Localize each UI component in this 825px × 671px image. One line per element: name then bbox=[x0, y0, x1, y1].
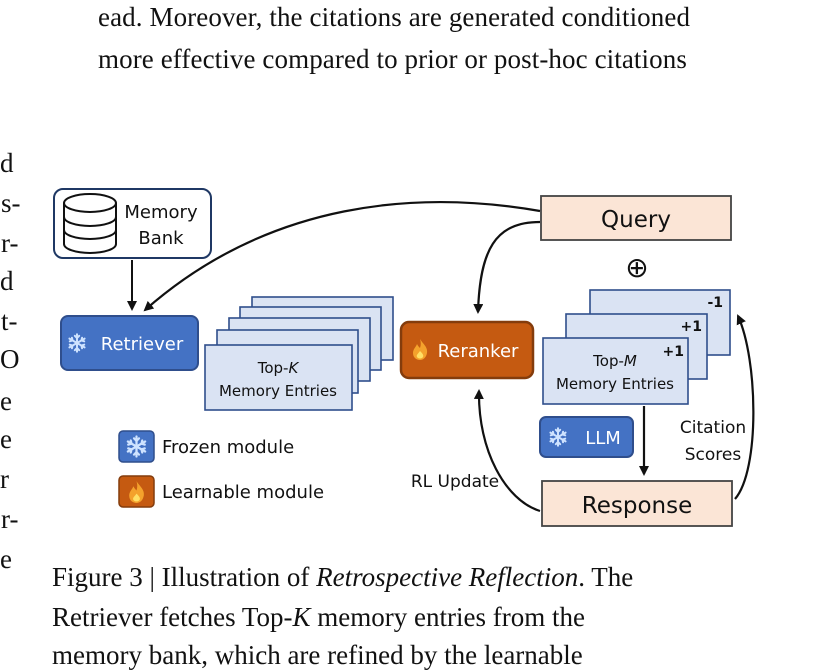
top-k-label: Top-K bbox=[257, 359, 300, 377]
retrospective-reflection-figure: Memory Bank Retriever Top-K Memory Entri… bbox=[53, 188, 755, 527]
left-column-fragment: r- bbox=[1, 504, 19, 534]
llm-box: LLM bbox=[539, 416, 634, 458]
top-k-memory-entries-label: Memory Entries bbox=[219, 382, 337, 400]
left-column-fragment: e bbox=[0, 386, 12, 416]
query-label: Query bbox=[601, 207, 671, 233]
retriever-box: Retriever bbox=[60, 315, 199, 371]
left-column-fragment: r- bbox=[1, 228, 19, 258]
citation-scores-label-line2: Scores bbox=[685, 445, 742, 465]
left-column-fragment: d bbox=[0, 148, 14, 178]
rl-update-label: RL Update bbox=[411, 472, 499, 492]
retriever-label: Retriever bbox=[101, 334, 184, 355]
body-text-line-1: ead. Moreover, the citations are generat… bbox=[98, 2, 691, 32]
concat-operator: ⊕ bbox=[625, 251, 648, 284]
citation-score-badge: -1 bbox=[707, 295, 723, 311]
top-m-label: Top-M bbox=[592, 352, 637, 370]
left-column-fragment: d bbox=[0, 266, 14, 296]
query-box: Query bbox=[540, 195, 732, 241]
reranker-box: Reranker bbox=[399, 320, 535, 380]
figure-caption-line-2: Retriever fetches Top-K memory entries f… bbox=[52, 602, 585, 632]
top-k-memory-entries-stack: Top-K Memory Entries bbox=[204, 296, 394, 411]
legend-learnable-label: Learnable module bbox=[162, 482, 324, 503]
figure-caption-line-1: Figure 3 | Illustration of Retrospective… bbox=[52, 562, 634, 592]
query-to-reranker-arrow bbox=[473, 220, 541, 314]
memory-bank-label-line2: Bank bbox=[138, 228, 184, 249]
legend-learnable-item: Learnable module bbox=[118, 475, 324, 508]
left-column-fragment: e bbox=[0, 424, 12, 454]
citation-scores-label-line1: Citation bbox=[680, 418, 746, 438]
top-m-memory-entries-label: Memory Entries bbox=[556, 375, 674, 393]
citation-score-badge: +1 bbox=[663, 344, 684, 360]
legend: Frozen module Learnable module bbox=[118, 430, 324, 508]
response-to-scores-arrow bbox=[734, 314, 755, 500]
left-column-fragment: e bbox=[0, 544, 12, 574]
query-to-retriever-arrow bbox=[143, 201, 541, 312]
llm-label: LLM bbox=[585, 428, 621, 449]
left-column-fragment: t- bbox=[1, 306, 18, 336]
response-label: Response bbox=[582, 493, 692, 519]
legend-frozen-label: Frozen module bbox=[162, 437, 294, 458]
citation-score-badge: +1 bbox=[681, 319, 702, 335]
response-box: Response bbox=[541, 480, 733, 527]
rl-update-arrow bbox=[473, 389, 541, 513]
memory-bank-box: Memory Bank bbox=[53, 188, 212, 259]
figure-caption-line-3: memory bank, which are refined by the le… bbox=[52, 640, 583, 670]
top-m-memory-entries-stack: -1 +1 +1 Top-M Memory Entries bbox=[542, 289, 731, 405]
left-column-fragment: r bbox=[0, 464, 9, 494]
legend-frozen-item: Frozen module bbox=[118, 430, 294, 463]
left-column-fragment: s- bbox=[1, 188, 21, 218]
memory-bank-label-line1: Memory bbox=[124, 202, 198, 223]
reranker-label: Reranker bbox=[438, 341, 519, 362]
body-text-line-2: more effective compared to prior or post… bbox=[98, 44, 687, 74]
database-icon bbox=[63, 193, 117, 254]
left-column-fragment: O bbox=[0, 344, 20, 374]
